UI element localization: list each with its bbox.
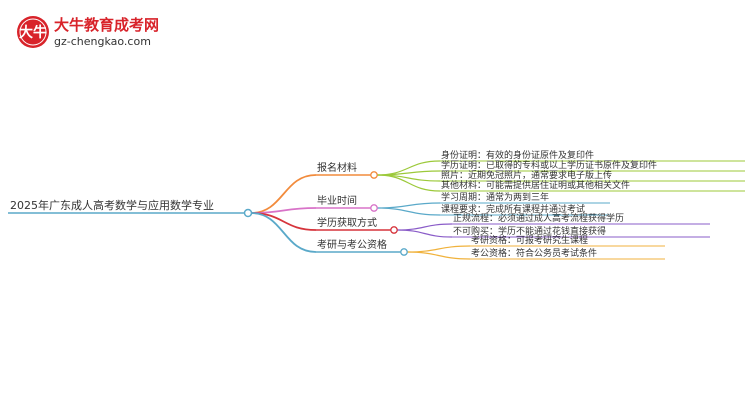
branch-dot-2	[390, 226, 398, 234]
branch-label-1: 毕业时间	[317, 194, 357, 207]
leaf-label-3-1: 考公资格：符合公务员考试条件	[471, 247, 597, 259]
branch-label-3: 考研与考公资格	[317, 238, 387, 251]
leaf-link-1-1	[376, 207, 441, 216]
svg-text:大牛: 大牛	[19, 24, 47, 41]
root-node-dot	[243, 208, 253, 218]
leaf-link-1-0	[376, 202, 441, 209]
mind-map-nodes: 2025年广东成人高考数学与应用数学专业 报名材料 身份证明：有效的身份证原件及复印…	[8, 149, 657, 259]
leaf-label-0-0: 身份证明：有效的身份证原件及复印件	[441, 149, 594, 161]
mind-map-links	[250, 160, 745, 260]
branch-link-3	[250, 212, 317, 253]
leaf-link-3-0	[406, 245, 471, 253]
leaf-link-0-3	[376, 174, 441, 192]
branch-dot-3	[400, 248, 408, 256]
leaf-link-2-1	[396, 229, 453, 238]
branch-dot-0	[370, 171, 378, 179]
root-node-label: 2025年广东成人高考数学与应用数学专业	[10, 198, 214, 212]
logo-seal-icon: 大牛	[17, 16, 49, 48]
site-name: 大牛教育成考网	[54, 16, 160, 34]
leaf-link-2-0	[396, 223, 453, 231]
leaf-link-3-1	[406, 251, 471, 260]
leaf-label-0-1: 学历证明：已取得的专科或以上学历证书原件及复印件	[441, 159, 657, 171]
branch-link-0	[250, 174, 317, 214]
site-logo[interactable]: 大牛 大牛教育成考网 gz-chengkao.com	[16, 14, 166, 54]
leaf-label-0-3: 其他材料：可能需提供居住证明或其他相关文件	[441, 179, 630, 191]
leaf-link-0-1	[376, 170, 441, 176]
branch-link-1	[250, 207, 317, 214]
leaf-label-1-1: 课程要求：完成所有课程并通过考试	[441, 203, 585, 215]
leaf-label-0-2: 照片：近期免冠照片，通常要求电子版上传	[441, 169, 612, 181]
leaf-label-1-0: 学习周期：通常为两到三年	[441, 191, 549, 203]
branch-dot-1	[370, 204, 378, 212]
site-url[interactable]: gz-chengkao.com	[54, 35, 151, 48]
branch-label-0: 报名材料	[317, 161, 357, 174]
leaf-label-2-0: 正规流程：必须通过成人高考流程获得学历	[453, 212, 624, 224]
leaf-label-3-0: 考研资格：可报考研究生课程	[471, 234, 588, 246]
branch-label-2: 学历获取方式	[317, 216, 377, 229]
branch-link-2	[250, 212, 317, 231]
leaf-label-2-1: 不可购买：学历不能通过花钱直接获得	[453, 225, 606, 237]
